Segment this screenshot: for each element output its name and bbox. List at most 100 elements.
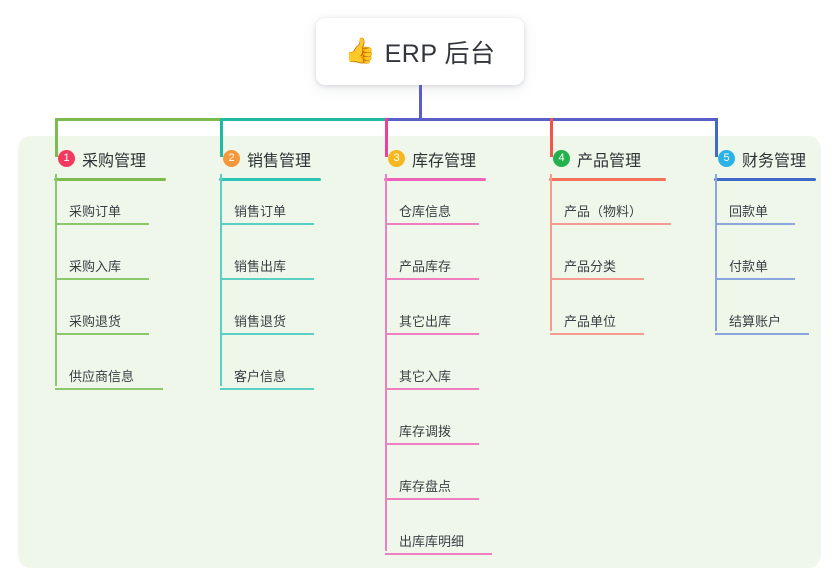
root-node[interactable]: 👍 ERP 后台 [316,18,524,85]
leaf-node[interactable]: 采购订单 [55,201,149,225]
leaf-node-label: 其它出库 [399,314,452,329]
leaf-node[interactable]: 销售退货 [220,311,314,335]
leaf-node-underline [385,278,479,280]
leaf-node-label: 采购退货 [69,314,122,329]
leaf-node[interactable]: 产品单位 [550,311,644,335]
leaf-node[interactable]: 销售订单 [220,201,314,225]
branch-spine [385,174,387,551]
leaf-node-label: 库存盘点 [399,479,452,494]
leaf-node-underline [220,223,314,225]
branch-header-2[interactable]: 2 销售管理 [201,145,341,181]
leaf-node[interactable]: 产品分类 [550,256,644,280]
root-node-title: ERP 后台 [384,39,496,68]
branch-spine [550,174,552,331]
leaf-node[interactable]: 采购入库 [55,256,149,280]
leaf-node-label: 出库库明细 [399,534,465,549]
leaf-node[interactable]: 出库库明细 [385,531,492,555]
branch-index-badge: 2 [223,150,240,167]
branch-underline [219,178,321,181]
leaf-node[interactable]: 其它出库 [385,311,479,335]
leaf-node-underline [220,278,314,280]
branch-header-1[interactable]: 1 采购管理 [36,145,186,181]
branch-title: 产品管理 [577,152,642,170]
leaf-node[interactable]: 采购退货 [55,311,149,335]
leaf-node-label: 库存调拨 [399,424,452,439]
branch-index-badge: 1 [58,150,75,167]
leaf-node-label: 回款单 [729,204,769,219]
leaf-node-underline [550,223,671,225]
leaf-node-underline [55,278,149,280]
root-trunk-line [419,85,422,121]
branch-header-5[interactable]: 5 财务管理 [696,145,836,181]
leaf-node[interactable]: 仓库信息 [385,201,479,225]
branch-drop-2 [220,118,223,157]
leaf-node-underline [220,388,314,390]
leaf-node-label: 销售订单 [234,204,287,219]
leaf-node-label: 产品（物料） [564,204,643,219]
leaf-node-underline [385,388,479,390]
leaf-node[interactable]: 库存调拨 [385,421,479,445]
leaf-node[interactable]: 客户信息 [220,366,314,390]
leaf-node[interactable]: 产品（物料） [550,201,671,225]
branch-column-2: 2 销售管理销售订单销售出库销售退货客户信息 [201,145,341,390]
leaf-node-label: 结算账户 [729,314,782,329]
bus-segment-2 [220,118,385,121]
branch-title: 库存管理 [412,152,477,170]
leaf-node-underline [385,443,479,445]
branches-panel [18,136,821,568]
leaf-node-underline [55,388,163,390]
branch-header-3[interactable]: 3 库存管理 [366,145,506,181]
branch-spine [220,174,222,386]
leaf-node-label: 采购订单 [69,204,122,219]
branch-drop-3 [385,118,388,157]
thumbs-up-icon: 👍 [344,37,376,65]
leaf-node-underline [385,333,479,335]
leaf-node-label: 供应商信息 [69,369,135,384]
branch-column-5: 5 财务管理回款单付款单结算账户 [696,145,836,335]
leaf-node[interactable]: 销售出库 [220,256,314,280]
leaf-node[interactable]: 付款单 [715,256,795,280]
branch-title: 财务管理 [742,152,807,170]
branch-drop-1 [55,118,58,157]
leaf-node[interactable]: 其它入库 [385,366,479,390]
branch-index-badge: 5 [718,150,735,167]
branch-underline [549,178,666,181]
leaf-node-label: 采购入库 [69,259,122,274]
leaf-node-label: 其它入库 [399,369,452,384]
leaf-node-underline [55,333,149,335]
leaf-node-label: 销售出库 [234,259,287,274]
leaf-node[interactable]: 库存盘点 [385,476,479,500]
branch-column-3: 3 库存管理仓库信息产品库存其它出库其它入库库存调拨库存盘点出库库明细 [366,145,506,555]
leaf-node-underline [550,333,644,335]
leaf-node-underline [550,278,644,280]
leaf-node-label: 产品单位 [564,314,617,329]
leaf-node[interactable]: 供应商信息 [55,366,163,390]
bus-segment-1 [55,118,220,121]
branch-underline [54,178,166,181]
leaf-node-underline [55,223,149,225]
branch-title: 采购管理 [82,152,147,170]
branch-column-4: 4 产品管理产品（物料） 产品分类产品单位 [531,145,686,335]
branch-index-badge: 4 [553,150,570,167]
branch-drop-5 [715,118,718,157]
leaf-node-underline [385,223,479,225]
leaf-node-underline [715,278,795,280]
branch-header-4[interactable]: 4 产品管理 [531,145,686,181]
leaf-node-underline [220,333,314,335]
leaf-node-label: 产品分类 [564,259,617,274]
branch-spine [55,174,57,386]
leaf-node-label: 仓库信息 [399,204,452,219]
leaf-node-label: 付款单 [729,259,769,274]
branch-index-badge: 3 [388,150,405,167]
branch-title: 销售管理 [247,152,312,170]
leaf-node-label: 客户信息 [234,369,287,384]
leaf-node-underline [715,333,809,335]
leaf-node[interactable]: 回款单 [715,201,795,225]
leaf-node[interactable]: 产品库存 [385,256,479,280]
leaf-node[interactable]: 结算账户 [715,311,809,335]
branch-underline [714,178,816,181]
branch-column-1: 1 采购管理采购订单采购入库采购退货供应商信息 [36,145,186,390]
leaf-node-underline [385,553,492,555]
branch-spine [715,174,717,331]
